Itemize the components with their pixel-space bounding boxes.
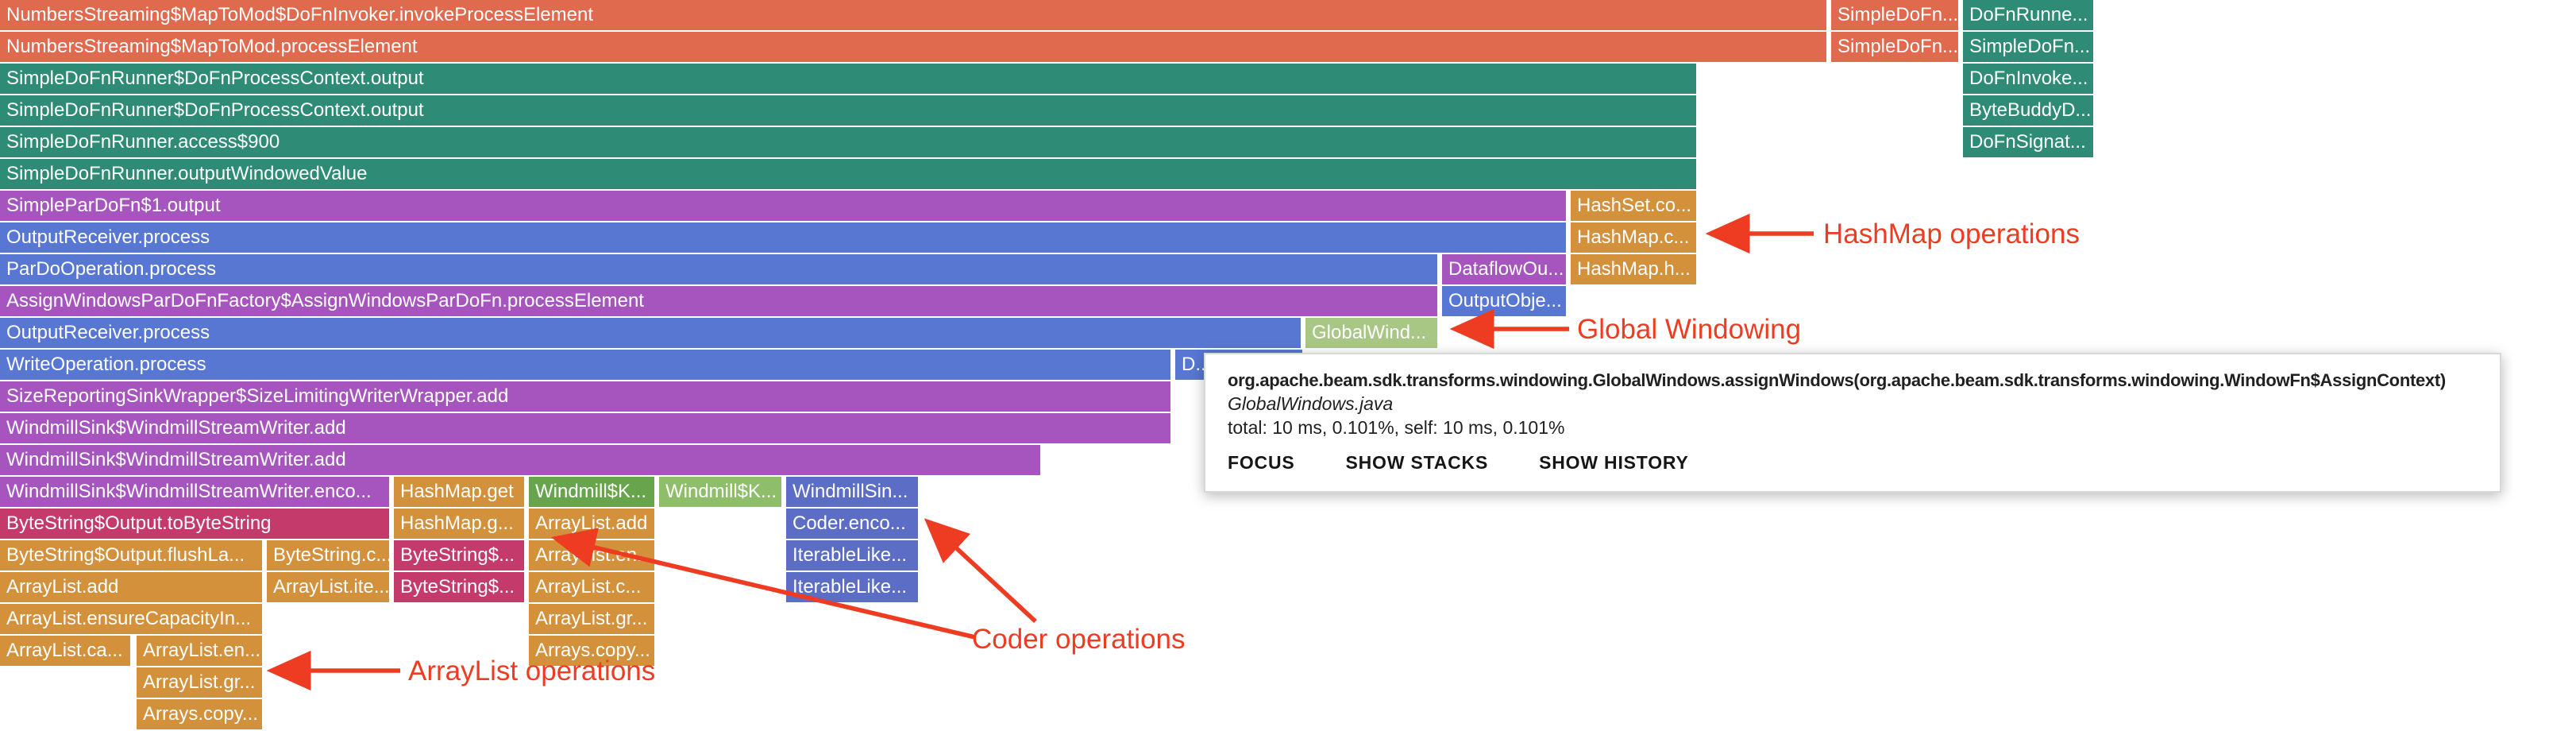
flame-frame[interactable]: ByteBuddyD...: [1963, 95, 2093, 126]
focus-button[interactable]: FOCUS: [1228, 454, 1295, 474]
tooltip-stats: total: 10 ms, 0.101%, self: 10 ms, 0.101…: [1228, 420, 1565, 439]
flame-frame[interactable]: IterableLike...: [786, 540, 918, 570]
tooltip-source-file: GlobalWindows.java: [1228, 396, 1394, 415]
flame-frame[interactable]: ByteString$...: [394, 572, 524, 602]
show-stacks-button[interactable]: SHOW STACKS: [1345, 454, 1489, 474]
flame-frame[interactable]: ArrayList.gr...: [137, 667, 262, 698]
frame-tooltip: org.apache.beam.sdk.transforms.windowing…: [1204, 353, 2501, 493]
annotation-label: Global Windowing: [1577, 313, 1802, 345]
flame-frame[interactable]: OutputReceiver.process: [0, 222, 1566, 253]
tooltip-function-name: org.apache.beam.sdk.transforms.windowing…: [1228, 372, 2446, 391]
flame-frame[interactable]: SimpleParDoFn$1.output: [0, 191, 1566, 221]
flame-frame[interactable]: SimpleDoFn...: [1963, 32, 2093, 62]
flame-frame[interactable]: OutputObje...: [1442, 286, 1566, 316]
flame-frame[interactable]: HashMap.g...: [394, 509, 524, 539]
flame-frame[interactable]: WindmillSin...: [786, 477, 918, 507]
flame-frame[interactable]: ArrayList.ite...: [267, 572, 389, 602]
flame-frame[interactable]: AssignWindowsParDoFnFactory$AssignWindow…: [0, 286, 1437, 316]
flame-frame[interactable]: HashMap.c...: [1571, 222, 1696, 253]
flame-frame[interactable]: Windmill$K...: [529, 477, 654, 507]
flame-frame[interactable]: ByteString$...: [394, 540, 524, 570]
flame-frame[interactable]: Arrays.copy...: [529, 636, 654, 666]
flame-frame[interactable]: OutputReceiver.process: [0, 318, 1301, 348]
flame-frame[interactable]: WindmillSink$WindmillStreamWriter.add: [0, 413, 1170, 443]
flame-frame[interactable]: NumbersStreaming$MapToMod$DoFnInvoker.in…: [0, 0, 1826, 30]
flame-frame[interactable]: Coder.enco...: [786, 509, 918, 539]
flame-frame[interactable]: ByteString$Output.toByteString: [0, 509, 389, 539]
flame-frame[interactable]: ArrayList.en...: [529, 540, 654, 570]
flame-frame[interactable]: WindmillSink$WindmillStreamWriter.enco..…: [0, 477, 389, 507]
flame-frame[interactable]: HashMap.h...: [1571, 254, 1696, 284]
flame-frame[interactable]: ArrayList.c...: [529, 572, 654, 602]
flame-frame[interactable]: NumbersStreaming$MapToMod.processElement: [0, 32, 1826, 62]
flame-frame[interactable]: ArrayList.en...: [137, 636, 262, 666]
flame-frame[interactable]: DoFnInvoke...: [1963, 64, 2093, 94]
flame-frame[interactable]: HashMap.get: [394, 477, 524, 507]
flame-frame[interactable]: ByteString.c...: [267, 540, 389, 570]
flame-frame[interactable]: IterableLike...: [786, 572, 918, 602]
flame-frame[interactable]: DoFnSignat...: [1963, 127, 2093, 157]
flame-frame[interactable]: SimpleDoFnRunner.access$900: [0, 127, 1696, 157]
flame-frame[interactable]: SimpleDoFnRunner$DoFnProcessContext.outp…: [0, 95, 1696, 126]
flame-frame[interactable]: SizeReportingSinkWrapper$SizeLimitingWri…: [0, 381, 1170, 412]
annotation-label: ArrayList operations: [408, 655, 656, 687]
flame-frame[interactable]: Arrays.copy...: [137, 699, 262, 729]
flame-frame[interactable]: DoFnRunne...: [1963, 0, 2093, 30]
flame-frame[interactable]: ArrayList.gr...: [529, 604, 654, 634]
flame-frame[interactable]: HashSet.co...: [1571, 191, 1696, 221]
flame-frame[interactable]: DataflowOu...: [1442, 254, 1566, 284]
flame-frame[interactable]: SimpleDoFn...: [1831, 0, 1958, 30]
flame-frame[interactable]: ArrayList.ca...: [0, 636, 130, 666]
flame-frame[interactable]: SimpleDoFnRunner$DoFnProcessContext.outp…: [0, 64, 1696, 94]
flame-frame[interactable]: GlobalWind...: [1305, 318, 1437, 348]
flame-frame[interactable]: WriteOperation.process: [0, 350, 1170, 380]
flame-frame[interactable]: ArrayList.add: [529, 509, 654, 539]
flame-frame[interactable]: WindmillSink$WindmillStreamWriter.add: [0, 445, 1040, 475]
annotation-label: Coder operations: [972, 623, 1186, 655]
flame-frame[interactable]: Windmill$K...: [659, 477, 781, 507]
flame-frame[interactable]: ArrayList.add: [0, 572, 262, 602]
flame-frame[interactable]: ArrayList.ensureCapacityIn...: [0, 604, 262, 634]
flame-frame[interactable]: ByteString$Output.flushLa...: [0, 540, 262, 570]
show-history-button[interactable]: SHOW HISTORY: [1539, 454, 1689, 474]
annotation-label: HashMap operations: [1823, 218, 2080, 249]
tooltip-actions: FOCUS SHOW STACKS SHOW HISTORY: [1228, 454, 2478, 474]
flame-frame[interactable]: SimpleDoFnRunner.outputWindowedValue: [0, 159, 1696, 189]
flame-frame[interactable]: ParDoOperation.process: [0, 254, 1437, 284]
flame-frame[interactable]: SimpleDoFn...: [1831, 32, 1958, 62]
